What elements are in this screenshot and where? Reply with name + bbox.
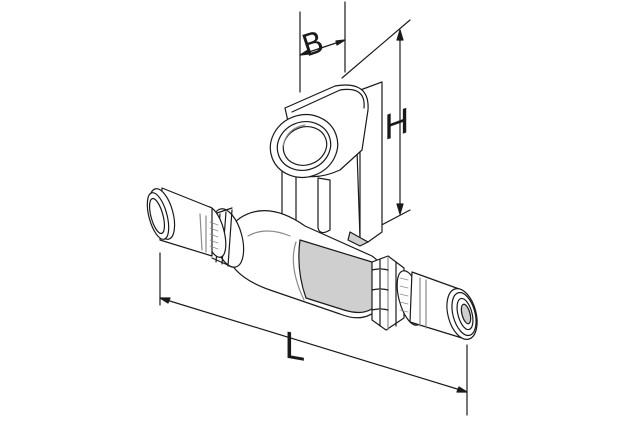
left-press-sleeve — [143, 186, 230, 260]
right-nut — [372, 256, 404, 330]
right-thread-detail — [400, 278, 408, 312]
threaded-outlet — [261, 85, 368, 187]
main-body — [226, 211, 386, 318]
dimension-b — [300, 2, 345, 92]
dimension-h — [342, 20, 410, 230]
right-press-sleeve — [392, 268, 482, 343]
dimension-label-l: L — [284, 325, 305, 370]
dimension-label-h: H — [384, 100, 410, 150]
left-thread-detail — [210, 222, 218, 249]
dimension-l — [160, 253, 467, 415]
